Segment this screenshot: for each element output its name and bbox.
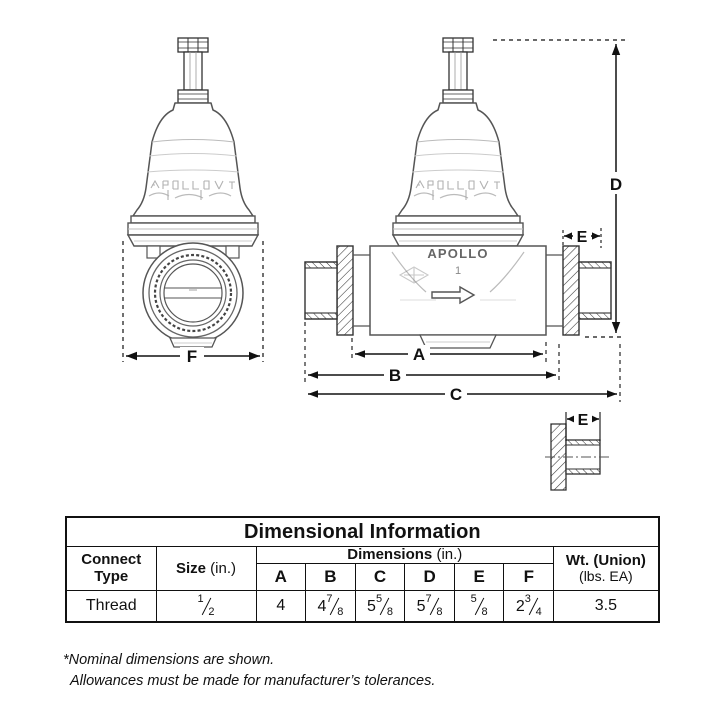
dimension-D: D [493, 39, 627, 338]
header-dimensions-unit: (in.) [436, 546, 463, 563]
cell-connect-type: Thread [65, 590, 157, 623]
footnote-line-1: *Nominal dimensions are shown. [63, 652, 275, 668]
header-dim-C: C [354, 563, 406, 592]
dimension-label-C: C [450, 385, 462, 404]
svg-text:1: 1 [455, 265, 461, 277]
header-weight-line1: Wt. (Union) [565, 551, 646, 569]
header-dimensions-bold: Dimensions [347, 546, 433, 563]
table-header-row-1: Connect Type Size (in.) Dimensions (in.)… [65, 545, 660, 592]
header-weight-line2: (lbs. EA) [579, 568, 633, 585]
dimensional-table-wrapper: Dimensional Information Connect Type Siz… [65, 516, 660, 624]
header-size: Size (in.) [155, 545, 257, 592]
footnote-line-2: Allowances must be made for manufacturer… [70, 673, 436, 690]
header-connect-type-line2: Type [94, 567, 129, 585]
header-connect-type-line1: Connect [81, 551, 142, 569]
dimension-E: E [562, 227, 602, 248]
dimension-A: A [351, 338, 547, 364]
valve-drawing-svg: F APOLLO 1 [122, 37, 627, 491]
dimension-label-A: A [413, 345, 425, 364]
header-dim-F: F [503, 563, 555, 592]
table-title-row: Dimensional Information [65, 516, 660, 547]
dimension-label-F: F [187, 347, 197, 366]
header-dimensions: Dimensions (in.) [255, 545, 555, 565]
dimension-label-E: E [577, 229, 588, 246]
tailpiece-detail-view: E [545, 410, 610, 491]
header-size-bold: Size [175, 559, 206, 577]
side-view: APOLLO 1 [304, 37, 627, 404]
header-size-unit: (in.) [210, 559, 237, 577]
left-union-tailpiece [304, 245, 370, 336]
header-weight: Wt. (Union) (lbs. EA) [553, 545, 660, 592]
dimension-C: C [308, 344, 621, 404]
front-view-body [126, 234, 260, 348]
header-dim-D: D [404, 563, 455, 592]
cell-weight: 3.5 [553, 590, 660, 623]
right-union-tailpiece [546, 245, 612, 336]
dimension-label-B: B [389, 366, 401, 385]
side-view-body: APOLLO 1 [369, 234, 547, 349]
dimensional-information-table: Dimensional Information Connect Type Siz… [65, 516, 660, 624]
cell-dim-A: 4 [255, 590, 307, 623]
flow-arrow-icon [431, 285, 476, 305]
brand-text: APOLLO [427, 246, 488, 261]
footnote: *Nominal dimensions are shown. Allowance… [63, 650, 683, 692]
header-dim-E: E [453, 563, 505, 592]
dimension-label-D: D [610, 175, 622, 194]
technical-drawing: F APOLLO 1 [122, 37, 627, 491]
dimension-F: F [122, 241, 264, 366]
dimension-label-E-detail: E [578, 412, 589, 429]
front-view: F [122, 37, 264, 366]
header-dim-B: B [305, 563, 356, 592]
dimension-B: B [304, 322, 560, 385]
header-connect-type: Connect Type [65, 545, 157, 592]
table-title: Dimensional Information [65, 516, 660, 547]
table-header-row-2: A B C D E F [66, 563, 659, 592]
header-dim-A: A [255, 563, 307, 592]
